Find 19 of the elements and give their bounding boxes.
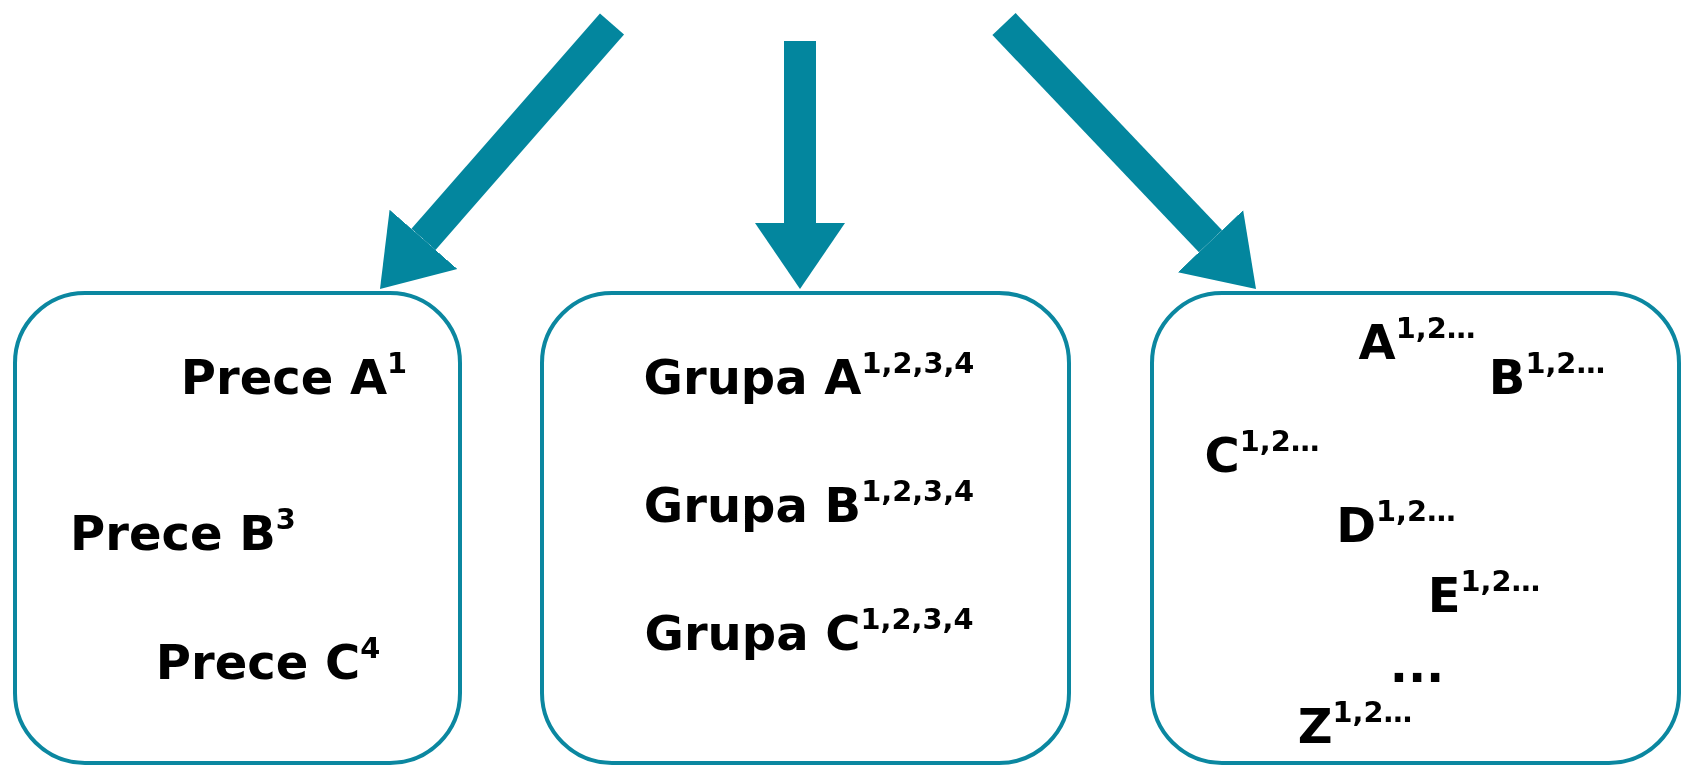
box-text: Prece B$^{3}$ [70, 506, 296, 560]
box-text: Grupa B$^{1,2,3,4}$ [643, 478, 975, 532]
box-text: Grupa C$^{1,2,3,4}$ [644, 606, 974, 660]
arrow [755, 41, 845, 289]
box-text: A$^{1,2…}$ [1358, 315, 1476, 369]
arrow [992, 13, 1256, 289]
rounded-box [13, 291, 462, 765]
box-text: E$^{1,2…}$ [1427, 568, 1541, 622]
box-text: D$^{1,2…}$ [1336, 498, 1456, 552]
rounded-box [540, 291, 1071, 765]
box-text: ... [1389, 638, 1445, 692]
rounded-box [1150, 291, 1681, 765]
box-text: Z$^{1,2…}$ [1297, 699, 1413, 753]
box-text: C$^{1,2…}$ [1204, 428, 1320, 482]
arrow [380, 13, 625, 289]
box-text: Prece C$^{4}$ [155, 635, 381, 689]
box-text: B$^{1,2…}$ [1488, 350, 1606, 404]
box-text: Prece A$^{1}$ [180, 350, 408, 404]
box-text: Grupa A$^{1,2,3,4}$ [643, 350, 975, 404]
